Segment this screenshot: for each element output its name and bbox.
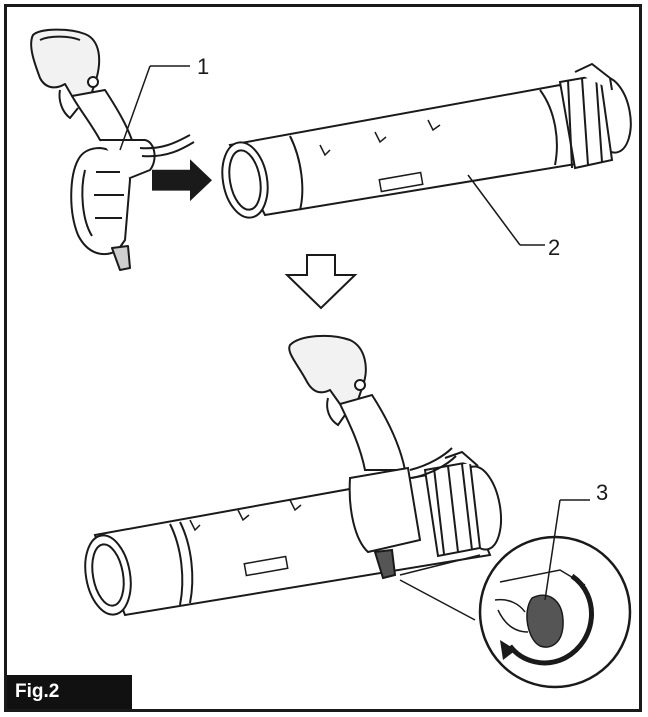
callout-3: 3 (596, 480, 608, 505)
figure-label: Fig.2 (7, 675, 132, 709)
callout-1: 1 (197, 54, 209, 79)
assembled-unit (84, 334, 503, 617)
figure-frame (4, 4, 642, 712)
push-arrow (152, 159, 212, 202)
callout-2: 2 (548, 235, 560, 260)
handle-top (30, 28, 195, 271)
zoom-detail (478, 535, 632, 689)
pipe-top (221, 62, 632, 219)
down-arrow (284, 254, 358, 310)
